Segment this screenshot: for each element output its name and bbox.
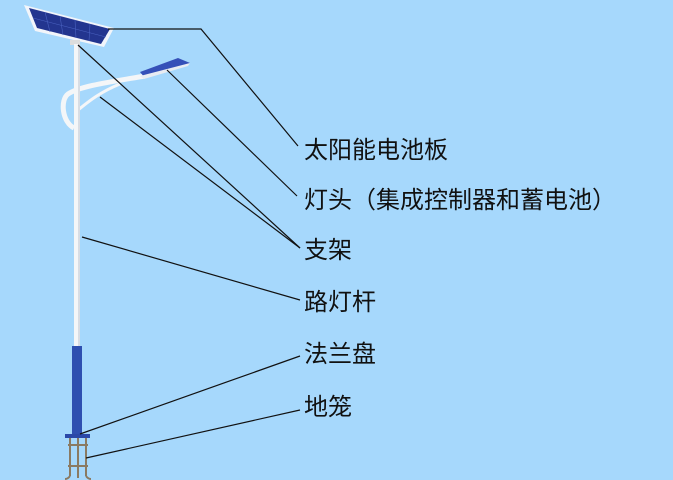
lamp-head — [140, 58, 190, 79]
label-lamp-head: 灯头（集成控制器和蓄电池） — [304, 186, 616, 214]
leader-lamp-head — [166, 69, 298, 197]
ground-cage — [64, 438, 92, 480]
pole-base — [72, 346, 82, 434]
label-pole: 路灯杆 — [304, 288, 376, 316]
leader-bracket-2 — [99, 96, 301, 249]
leader-lines — [77, 28, 301, 459]
leader-flange — [79, 355, 301, 435]
leader-pole — [81, 236, 301, 301]
label-flange: 法兰盘 — [304, 340, 376, 368]
label-bracket: 支架 — [304, 236, 352, 264]
solar-panel — [24, 5, 114, 47]
flange-plate — [65, 434, 90, 438]
label-ground-cage: 地笼 — [304, 393, 352, 421]
leader-solar-panel — [108, 28, 299, 147]
pole — [74, 44, 80, 346]
label-solar-panel: 太阳能电池板 — [304, 136, 448, 164]
leader-bracket-1 — [77, 44, 301, 249]
leader-cage — [85, 409, 301, 459]
